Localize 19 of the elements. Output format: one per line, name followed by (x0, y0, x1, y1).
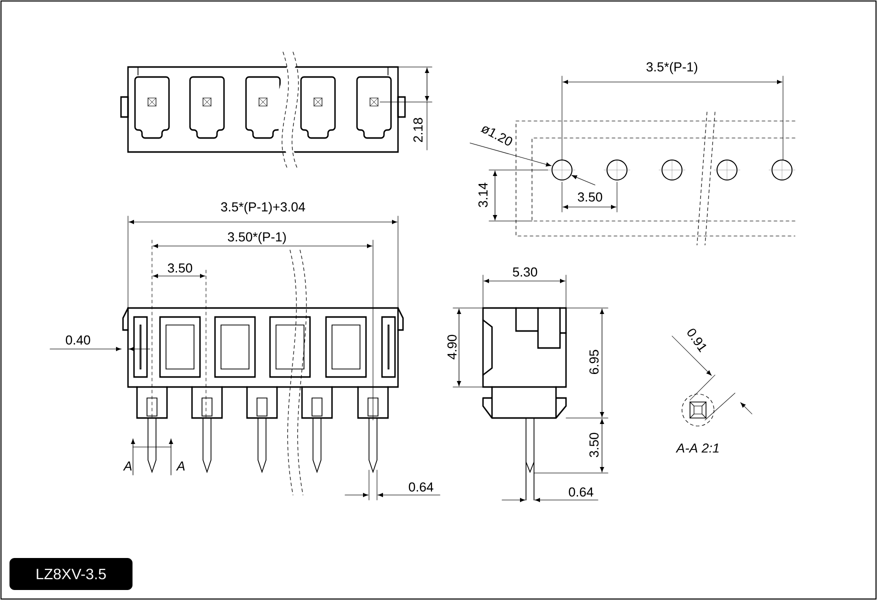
dimension-label: 6.95 (589, 350, 599, 374)
dimension-label: 3.50 (589, 432, 599, 458)
dimension-label: 4.90 (447, 334, 457, 360)
dimension-label: A (123, 462, 132, 470)
dimension-label: 0.64 (568, 487, 594, 497)
dimension-label: 3.50 (168, 263, 192, 273)
dimension-label: 3.14 (478, 182, 488, 208)
dimension-label: 3.5*(P-1)+3.04 (221, 202, 306, 214)
dimension-label: 5.30 (512, 267, 538, 277)
part-number-badge: LZ8XV-3.5 (10, 558, 132, 590)
dimension-label: 0.40 (66, 335, 90, 345)
dimension-label: 2.18 (413, 118, 423, 142)
dimension-label: 3.50*(P-1) (228, 232, 286, 244)
dimension-label: 0.64 (408, 482, 434, 492)
dimension-label: ø1.20 (480, 126, 512, 146)
dimension-label: A-A 2:1 (676, 443, 719, 453)
dimension-label: A (176, 462, 185, 470)
dimension-label: 3.5*(P-1) (646, 62, 698, 74)
dimension-label: 3.50 (578, 192, 602, 202)
